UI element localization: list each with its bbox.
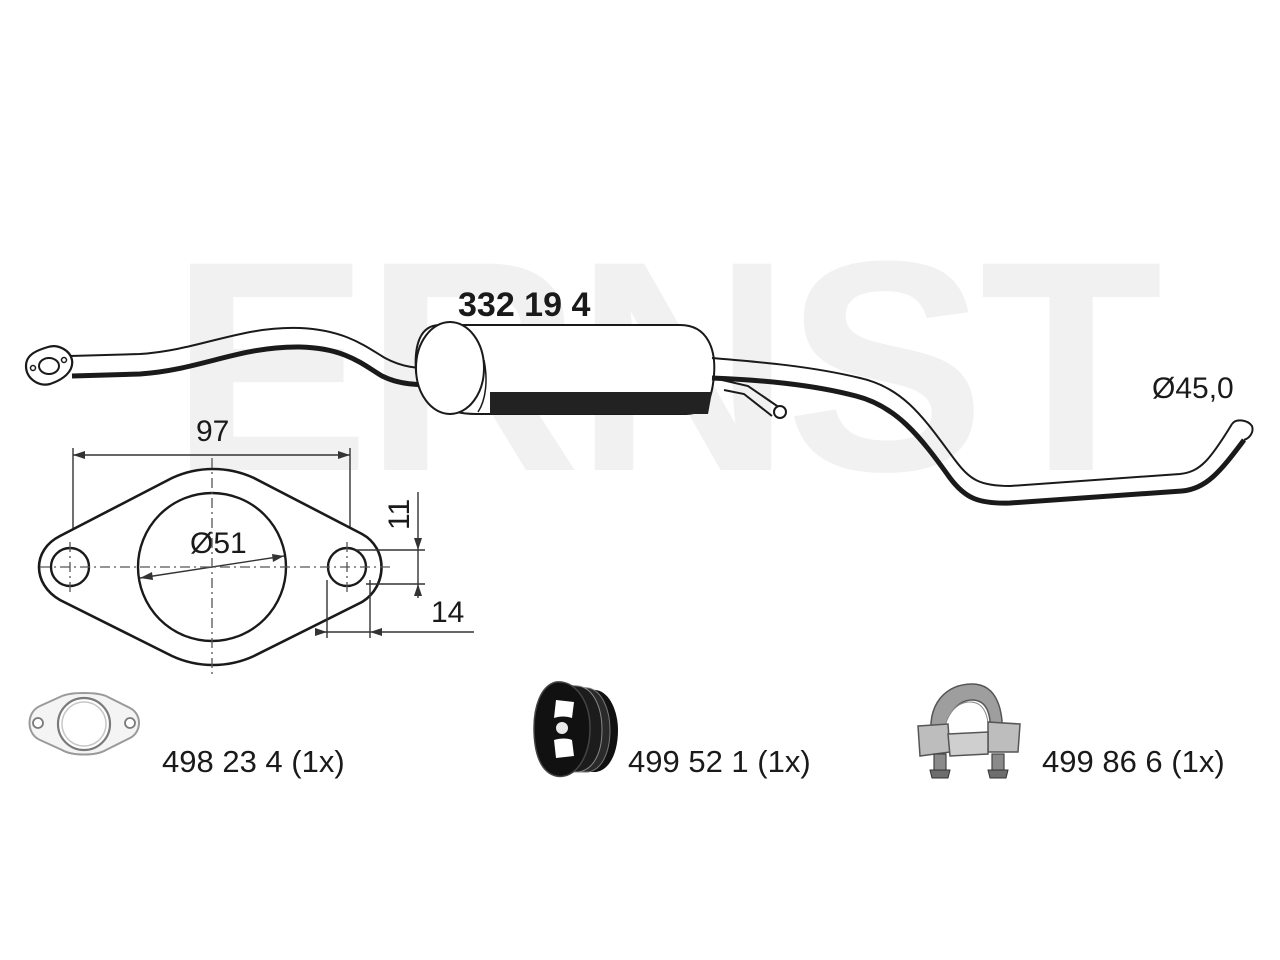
front-pipe	[69, 326, 451, 388]
bore-diameter-label: Ø51	[190, 527, 247, 560]
rubber-hanger-label: 499 52 1 (1x)	[628, 744, 811, 779]
accessory-pipe-clamp	[917, 683, 1021, 779]
inlet-flange	[24, 345, 74, 386]
exhaust-pipe-assembly: 332 19 4 Ø45,0	[24, 286, 1254, 506]
gasket-label: 498 23 4 (1x)	[162, 744, 345, 779]
hole-diameter-label: 14	[431, 596, 464, 629]
muffler	[414, 321, 716, 415]
rear-pipe	[711, 357, 1254, 506]
outlet-diameter-label: Ø45,0	[1152, 372, 1234, 405]
accessory-gasket	[28, 692, 140, 756]
flange-drawing: 97 Ø51 11 14	[37, 415, 474, 676]
hole-offset-label: 11	[383, 499, 416, 530]
flange-width-label: 97	[196, 415, 229, 448]
accessory-rubber-hanger	[533, 681, 618, 778]
part-number: 332 19 4	[458, 286, 590, 324]
pipe-clamp-label: 499 86 6 (1x)	[1042, 744, 1225, 779]
